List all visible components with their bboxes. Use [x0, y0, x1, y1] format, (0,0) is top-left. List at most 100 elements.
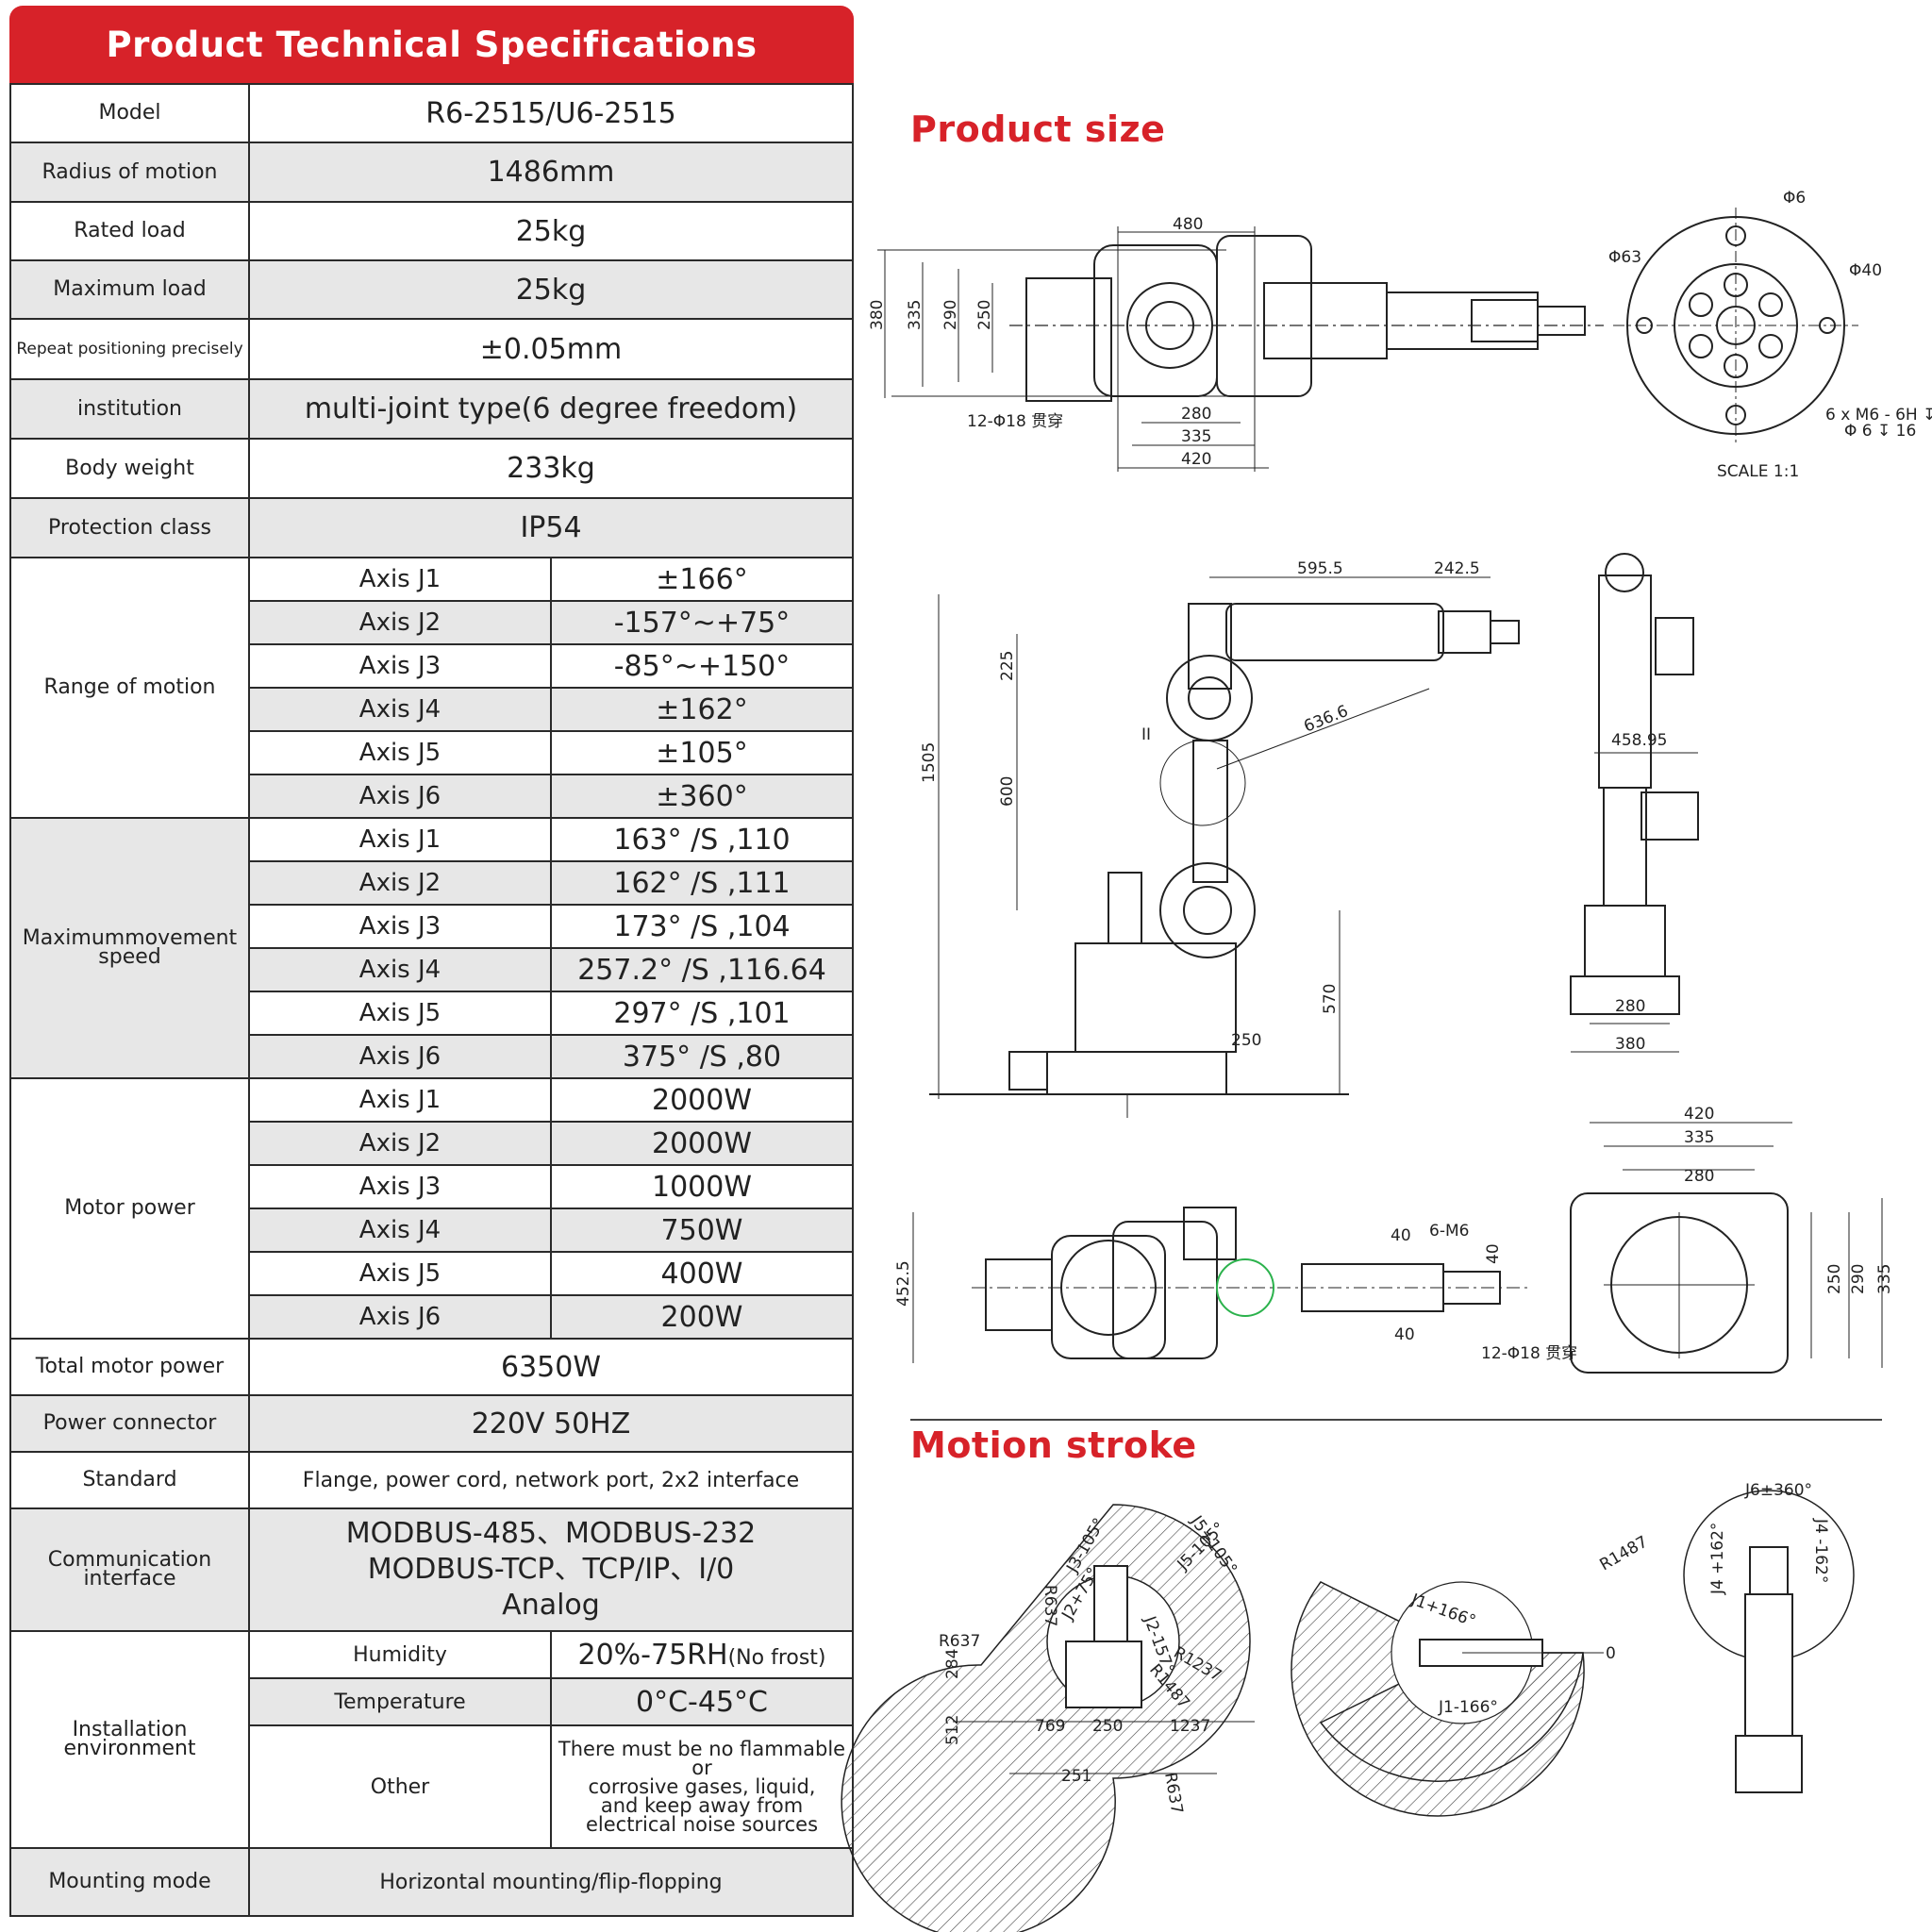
robot-front-view-drawing [1570, 553, 1699, 1015]
flange-drawing [1613, 208, 1858, 443]
table-row: Temperature 0°C-45°C [10, 1677, 854, 1726]
svg-text:242.5: 242.5 [1434, 559, 1480, 578]
axis-label: Axis J3 [248, 904, 552, 949]
svg-text:225: 225 [998, 651, 1017, 681]
spec-label: Rated load [9, 201, 250, 261]
axis-label: Axis J4 [248, 687, 552, 732]
svg-text:40: 40 [1484, 1243, 1503, 1264]
spec-label: Range of motion [9, 557, 250, 819]
svg-text:Φ63: Φ63 [1608, 248, 1641, 267]
spec-label: Radius of motion [9, 142, 250, 203]
svg-text:Φ40: Φ40 [1849, 261, 1882, 280]
axis-value: 257.2° /S ,116.64 [550, 947, 854, 992]
svg-text:290: 290 [941, 300, 960, 330]
axis-value: 297° /S ,101 [550, 991, 854, 1036]
table-row: institution multi-joint type(6 degree fr… [9, 378, 854, 440]
side-view-dims: 595.5 242.5 1505 225 600 570 636.6 250 I… [920, 559, 1491, 1099]
axis-label: Axis J3 [248, 643, 552, 689]
top-view-dims: 480 380 335 290 250 280 335 420 12-Φ18 贯… [868, 215, 1269, 469]
axis-value: 0°C-45°C [550, 1677, 854, 1726]
svg-text:R637: R637 [1041, 1585, 1059, 1626]
product-size-heading: Product size [910, 108, 1166, 150]
table-row: Axis J4 257.2° /S ,116.64 [10, 947, 854, 992]
table-row: Axis J4 ±162° [10, 687, 854, 732]
spec-label: Standard [9, 1451, 250, 1509]
svg-text:J4 +162°: J4 +162° [1708, 1523, 1727, 1595]
svg-text:335: 335 [1684, 1128, 1714, 1147]
svg-text:Φ 6 ↧ 16: Φ 6 ↧ 16 [1844, 422, 1916, 441]
svg-text:250: 250 [1092, 1717, 1123, 1736]
table-row: Radius of motion 1486mm [9, 142, 854, 203]
svg-text:II: II [1141, 725, 1151, 744]
motion-front-labels: J6±360° J4 +162° J4 -162° [1708, 1481, 1830, 1595]
svg-text:R637: R637 [1160, 1771, 1186, 1815]
svg-text:284: 284 [943, 1649, 962, 1679]
robot-top-view-drawing [877, 226, 1604, 472]
svg-text:570: 570 [1321, 984, 1340, 1014]
spec-label: Motor power [9, 1077, 250, 1340]
svg-text:280: 280 [1684, 1167, 1714, 1186]
top-view-2-dims: 452.5 40 6-M6 40 40 [894, 1212, 1503, 1363]
motion-stroke-heading: Motion stroke [910, 1424, 1197, 1466]
table-row: Axis J5 297° /S ,101 [10, 991, 854, 1036]
axis-label: Axis J4 [248, 1208, 552, 1253]
svg-text:J4 -162°: J4 -162° [1811, 1518, 1830, 1583]
table-row: Axis J2 -157°~+75° [10, 600, 854, 645]
spec-value: R6-2515/U6-2515 [248, 83, 854, 143]
axis-label: Axis J1 [248, 817, 552, 862]
svg-text:280: 280 [1181, 405, 1211, 424]
motion-stroke-front-drawing [1683, 1490, 1855, 1793]
table-row: Repeat positioning precisely ±0.05mm [9, 318, 854, 380]
axis-label: Axis J1 [248, 1077, 552, 1123]
axis-value: 162° /S ,111 [550, 860, 854, 906]
spec-label: Body weight [9, 438, 250, 499]
axis-value: 163° /S ,110 [550, 817, 854, 862]
table-row: Model R6-2515/U6-2515 [9, 83, 854, 143]
svg-text:335: 335 [906, 300, 924, 330]
axis-label: Axis J2 [248, 1121, 552, 1166]
spec-value: multi-joint type(6 degree freedom) [248, 378, 854, 440]
motion-stroke-top-drawing [1291, 1581, 1604, 1817]
svg-text:12-Φ18 贯穿: 12-Φ18 贯穿 [967, 412, 1063, 431]
table-row: Axis J3 -85°~+150° [10, 643, 854, 689]
table-row: Axis J5 ±105° [10, 730, 854, 775]
svg-text:1505: 1505 [920, 742, 939, 783]
table-row: Axis J4 750W [10, 1208, 854, 1253]
table-row: Axis J5 400W [10, 1251, 854, 1296]
axis-value: 20%-75RH(No frost) [550, 1630, 854, 1679]
axis-label: Axis J2 [248, 860, 552, 906]
axis-label: Axis J1 [248, 557, 552, 602]
svg-text:250: 250 [1825, 1264, 1844, 1294]
spec-label: Repeat positioning precisely [9, 318, 250, 380]
table-row: Mounting mode Horizontal mounting/flip-f… [9, 1847, 854, 1917]
axis-value: 400W [550, 1251, 854, 1296]
axis-value: ±162° [550, 687, 854, 732]
svg-text:6-M6: 6-M6 [1429, 1222, 1469, 1241]
axis-label: Axis J6 [248, 1034, 552, 1079]
table-row: Standard Flange, power cord, network por… [9, 1451, 854, 1509]
table-row: Axis J3 173° /S ,104 [10, 904, 854, 949]
table-row: Total motor power 6350W [9, 1338, 854, 1396]
svg-text:R637: R637 [939, 1632, 980, 1651]
svg-text:335: 335 [1875, 1264, 1894, 1294]
spec-value: Flange, power cord, network port, 2x2 in… [248, 1451, 854, 1509]
axis-label: Axis J6 [248, 774, 552, 819]
svg-text:R1487: R1487 [1597, 1532, 1652, 1574]
spec-label: Power connector [9, 1394, 250, 1453]
table-row: Axis J6 375° /S ,80 [10, 1034, 854, 1079]
spec-value: 1486mm [248, 142, 854, 203]
axis-value: -85°~+150° [550, 643, 854, 689]
axis-value: 200W [550, 1294, 854, 1340]
svg-text:J1-166°: J1-166° [1438, 1698, 1498, 1717]
axis-value: ±105° [550, 730, 854, 775]
svg-text:420: 420 [1181, 450, 1211, 469]
svg-text:600: 600 [998, 776, 1017, 807]
axis-label: Temperature [248, 1677, 552, 1726]
svg-text:636.6: 636.6 [1301, 702, 1351, 737]
